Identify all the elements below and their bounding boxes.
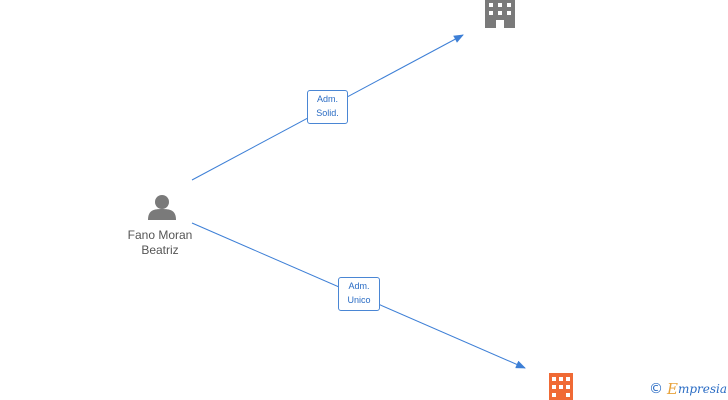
edge-label-line-1: Adm.	[316, 94, 338, 104]
empresia-logo-e: E	[667, 380, 678, 398]
person-name-line-2: Beatriz	[141, 243, 179, 257]
person-icon[interactable]	[148, 195, 176, 220]
person-name-line-1: Fano Moran	[127, 228, 193, 242]
building-icon[interactable]	[485, 0, 515, 28]
person-name-label[interactable]: Fano Moran Beatriz	[110, 228, 210, 258]
edge-label-adm-solid: Adm. Solid.	[307, 90, 348, 124]
edge-label-line-2: Unico	[347, 295, 371, 305]
building-icon[interactable]	[549, 373, 573, 400]
edge-label-adm-unico: Adm. Unico	[338, 277, 380, 311]
copyright-symbol: ©	[649, 381, 663, 397]
empresia-brand-text: mpresia	[677, 382, 728, 396]
edge-label-line-2: Solid.	[316, 108, 339, 118]
edge-label-line-1: Adm.	[348, 281, 370, 291]
